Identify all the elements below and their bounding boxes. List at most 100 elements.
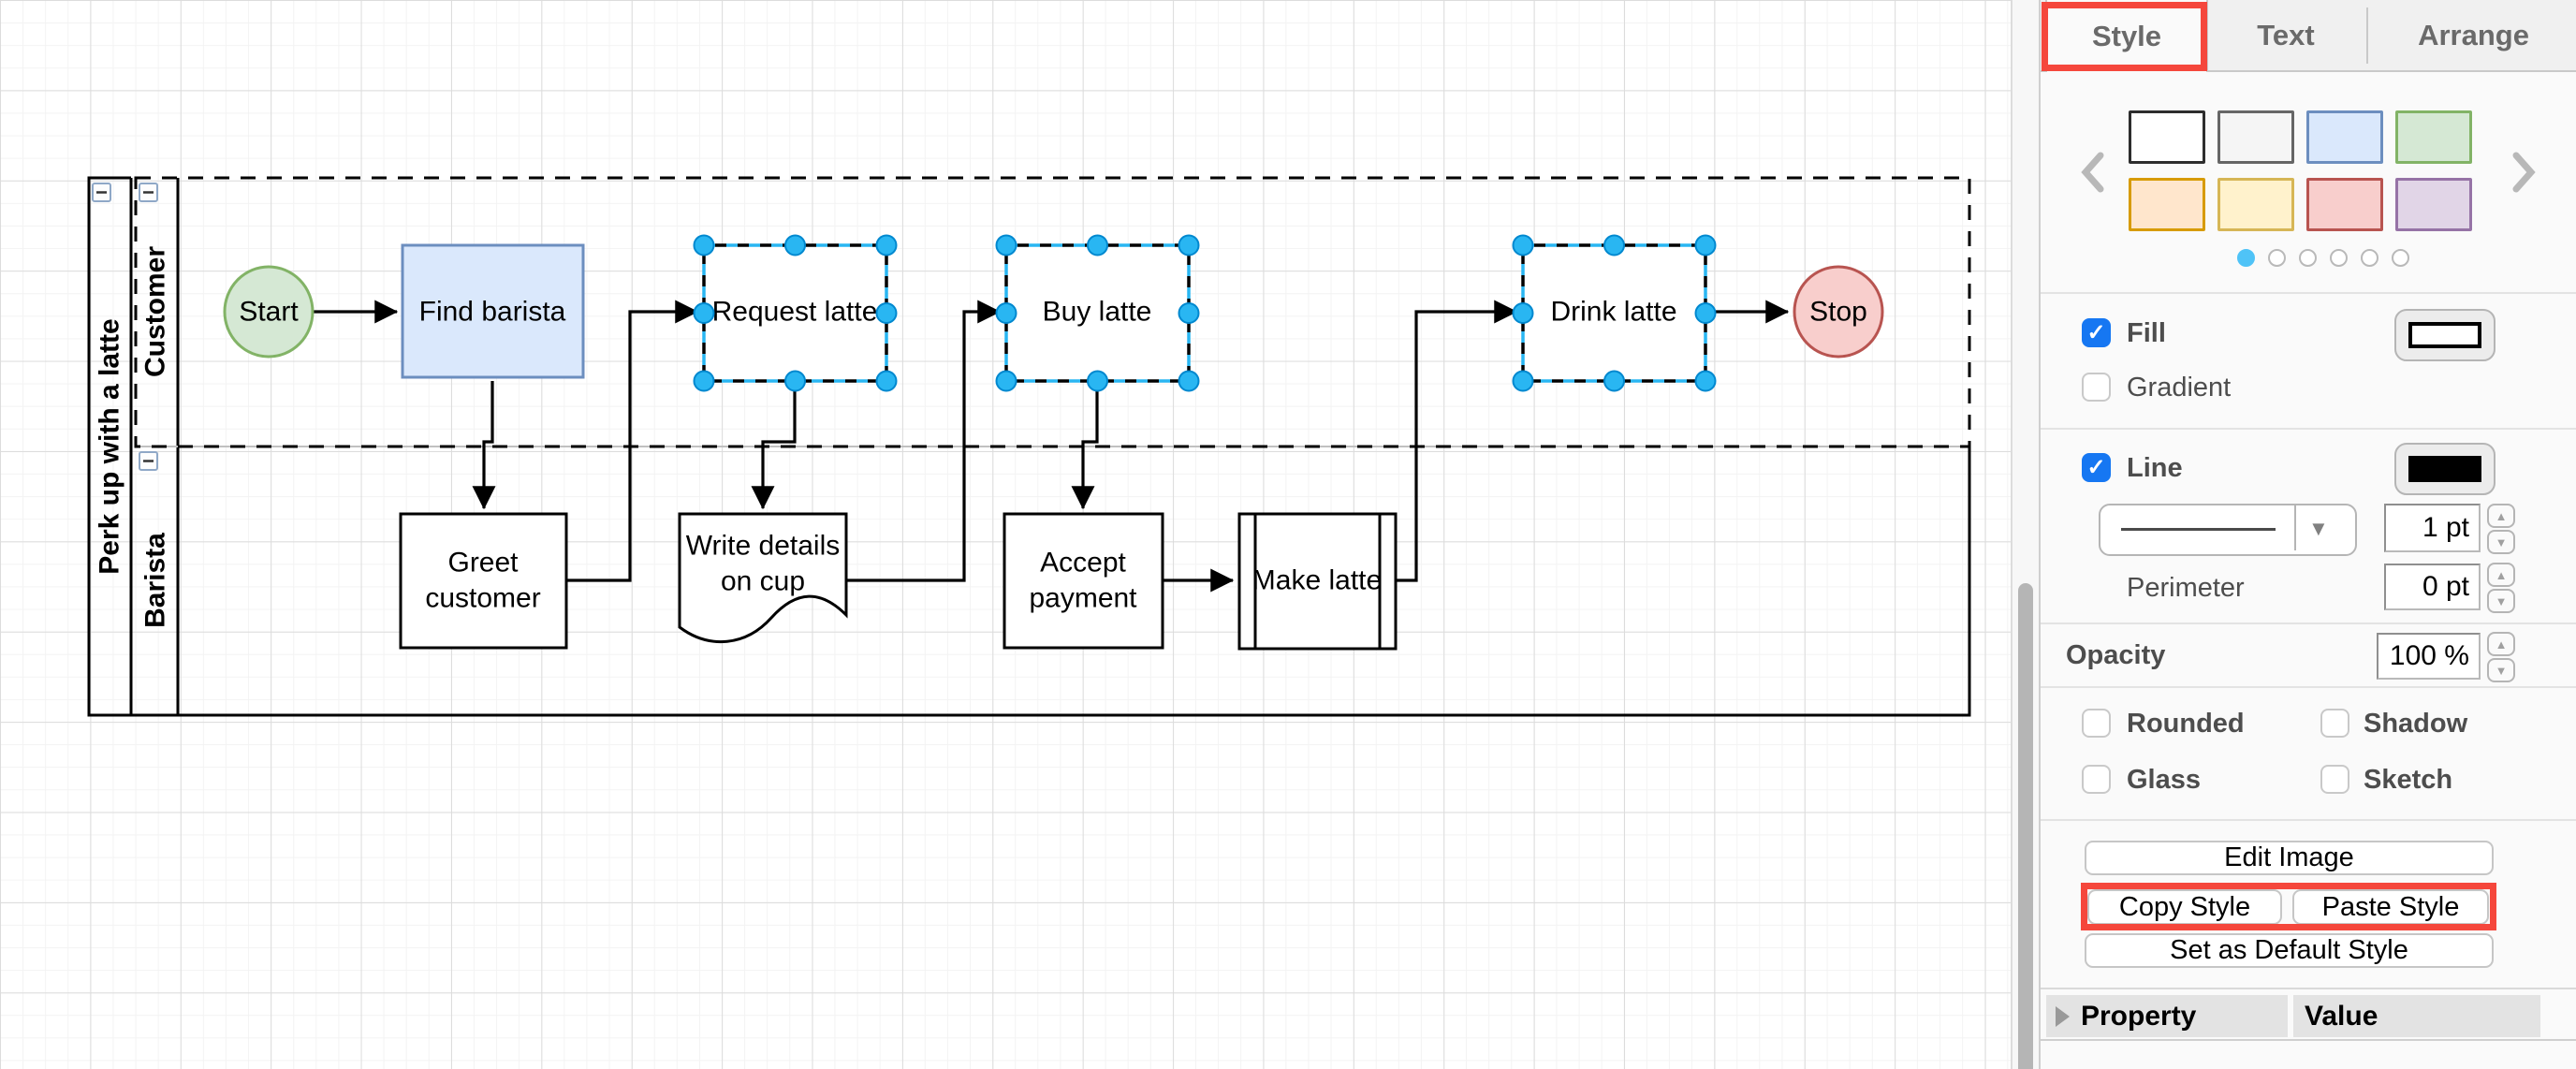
lane-label-customer[interactable]: Customer: [140, 246, 171, 377]
fill-checkbox[interactable]: [2082, 318, 2111, 347]
carousel-dot[interactable]: [2330, 249, 2348, 267]
property-header-cell[interactable]: Property: [2046, 995, 2288, 1037]
edit-image-button[interactable]: Edit Image: [2085, 841, 2494, 875]
selection-handle[interactable]: [1178, 370, 1200, 392]
node-accept-payment[interactable]: Accept payment: [1003, 512, 1164, 650]
style-swatch[interactable]: [2395, 110, 2472, 164]
section-divider: [2041, 686, 2576, 688]
line-style-dropdown[interactable]: ▼: [2099, 504, 2357, 556]
node-write-details[interactable]: Write details on cup: [678, 512, 848, 644]
carousel-dot[interactable]: [2299, 249, 2317, 267]
edge-find-greet[interactable]: [472, 381, 496, 510]
selection-handle[interactable]: [1512, 234, 1534, 256]
selection-handle[interactable]: [995, 302, 1017, 324]
carousel-dot[interactable]: [2361, 249, 2378, 267]
carousel-next-icon[interactable]: [2505, 148, 2542, 197]
style-swatch[interactable]: [2129, 110, 2205, 164]
selection-handle[interactable]: [1178, 302, 1200, 324]
selection-handle[interactable]: [875, 370, 898, 392]
perimeter-step-down[interactable]: ▼: [2487, 589, 2515, 613]
shadow-checkbox[interactable]: [2320, 709, 2349, 738]
selection-handle[interactable]: [875, 234, 898, 256]
selection-handle[interactable]: [693, 370, 715, 392]
carousel-dot[interactable]: [2237, 249, 2255, 267]
selection-handle[interactable]: [1603, 370, 1625, 392]
opacity-step-up[interactable]: ▲: [2487, 632, 2515, 656]
line-width-input[interactable]: 1 pt: [2384, 504, 2481, 552]
carousel-dot[interactable]: [2268, 249, 2286, 267]
sketch-checkbox[interactable]: [2320, 765, 2349, 794]
opacity-input[interactable]: 100 %: [2377, 633, 2481, 680]
lane-label-barista[interactable]: Barista: [140, 533, 171, 628]
customer-lane-collapse-button[interactable]: [139, 183, 158, 202]
node-find-barista[interactable]: Find barista: [401, 243, 585, 379]
barista-lane-collapse-button[interactable]: [139, 451, 158, 471]
style-swatch[interactable]: [2217, 178, 2294, 231]
expander-icon[interactable]: [2056, 1005, 2070, 1027]
rounded-checkbox[interactable]: [2082, 709, 2111, 738]
value-header-cell[interactable]: Value: [2293, 995, 2540, 1037]
perimeter-step-up[interactable]: ▲: [2487, 563, 2515, 587]
fill-color-button[interactable]: [2394, 309, 2496, 361]
selection-handle[interactable]: [995, 370, 1017, 392]
style-swatch[interactable]: [2306, 110, 2383, 164]
rounded-label: Rounded: [2127, 709, 2245, 739]
selection-handle[interactable]: [784, 234, 806, 256]
node-drink-latte[interactable]: Drink latte: [1512, 234, 1717, 392]
edge-write-buy[interactable]: [846, 300, 1002, 582]
edge-buy-accept[interactable]: [1071, 384, 1099, 510]
selection-handle[interactable]: [1694, 302, 1717, 324]
node-greet-customer[interactable]: Greet customer: [399, 512, 568, 650]
carousel-dot[interactable]: [2392, 249, 2409, 267]
selection-handle[interactable]: [1178, 234, 1200, 256]
edge-greet-request[interactable]: [566, 300, 699, 582]
edge-request-write[interactable]: [751, 384, 797, 510]
line-width-step-down[interactable]: ▼: [2487, 530, 2515, 554]
style-swatch[interactable]: [2395, 178, 2472, 231]
node-start[interactable]: Start: [223, 265, 315, 359]
selection-handle[interactable]: [1603, 234, 1625, 256]
vertical-scrollbar[interactable]: [2018, 583, 2033, 1069]
node-label: customer: [425, 583, 540, 614]
opacity-step-down[interactable]: ▼: [2487, 658, 2515, 682]
node-make-latte[interactable]: Make latte: [1237, 512, 1398, 651]
node-buy-latte[interactable]: Buy latte: [995, 234, 1200, 392]
gradient-checkbox[interactable]: [2082, 373, 2111, 402]
gradient-label: Gradient: [2127, 373, 2232, 403]
tab-style[interactable]: Style: [2045, 0, 2208, 72]
carousel-page-dots[interactable]: [2237, 249, 2409, 267]
selection-handle[interactable]: [1087, 370, 1108, 392]
pool-collapse-button[interactable]: [92, 183, 111, 202]
glass-checkbox[interactable]: [2082, 765, 2111, 794]
perimeter-input[interactable]: 0 pt: [2384, 564, 2481, 610]
line-width-step-up[interactable]: ▲: [2487, 504, 2515, 528]
tab-arrange[interactable]: Arrange: [2418, 18, 2529, 51]
selection-handle[interactable]: [784, 370, 806, 392]
set-default-style-button[interactable]: Set as Default Style: [2085, 933, 2494, 968]
node-request-latte[interactable]: Request latte: [693, 234, 898, 392]
style-swatch[interactable]: [2217, 110, 2294, 164]
selection-handle[interactable]: [1694, 370, 1717, 392]
carousel-prev-icon[interactable]: [2074, 148, 2112, 197]
selection-handle[interactable]: [1512, 370, 1534, 392]
selection-handle[interactable]: [1512, 302, 1534, 324]
node-label: Make latte: [1252, 565, 1382, 596]
selection-handle[interactable]: [1087, 234, 1108, 256]
diagram-canvas[interactable]: Perk up with a latte Customer Barista: [0, 0, 2012, 1069]
style-swatch[interactable]: [2306, 178, 2383, 231]
tab-text[interactable]: Text: [2257, 18, 2315, 51]
selection-handle[interactable]: [693, 302, 715, 324]
section-divider: [2041, 292, 2576, 294]
line-checkbox[interactable]: [2082, 453, 2111, 482]
style-swatch[interactable]: [2129, 178, 2205, 231]
paste-style-button[interactable]: Paste Style: [2292, 889, 2489, 925]
selection-handle[interactable]: [995, 234, 1017, 256]
edge-make-drink[interactable]: [1396, 300, 1518, 582]
node-stop[interactable]: Stop: [1793, 265, 1884, 359]
copy-style-button[interactable]: Copy Style: [2087, 889, 2282, 925]
line-color-button[interactable]: [2394, 443, 2496, 495]
selection-handle[interactable]: [1694, 234, 1717, 256]
selection-handle[interactable]: [693, 234, 715, 256]
selection-handle[interactable]: [875, 302, 898, 324]
pool-title: Perk up with a latte: [95, 318, 125, 574]
